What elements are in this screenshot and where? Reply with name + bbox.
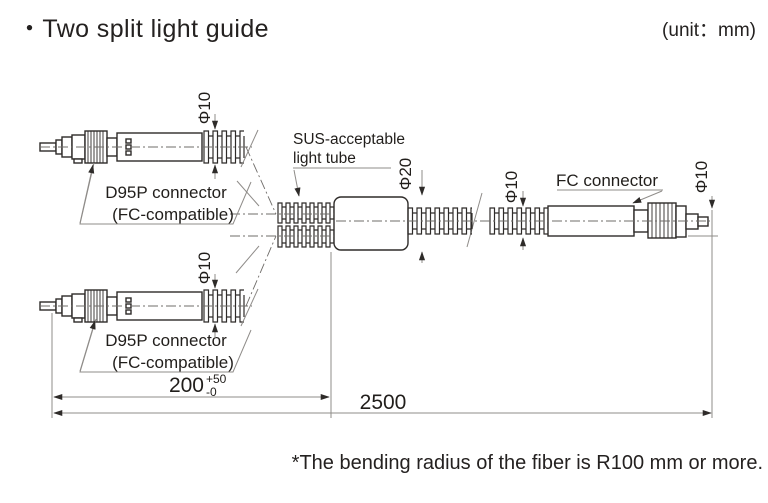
- unit-note: (unit：mm): [662, 20, 756, 41]
- leader-arrow: [79, 164, 95, 224]
- key-tab: [73, 158, 83, 164]
- break-lines: [235, 129, 483, 327]
- centerlines: [40, 146, 710, 307]
- sus-tube-label: SUS-acceptable: [293, 131, 405, 148]
- bending-radius-note: *The bending radius of the fiber is R100…: [291, 452, 763, 474]
- branch-tubes: [277, 202, 335, 248]
- dimensions: Φ10 Φ10 Φ20 Φ10 Φ10 200: [51, 92, 718, 418]
- dia10-bottom-left: Φ10: [195, 252, 214, 284]
- svg-text:light tube: light tube: [293, 150, 356, 167]
- fc-connector-assembly: [547, 202, 709, 239]
- top-branch-connector: [39, 130, 245, 164]
- dim-2500: 2500: [360, 391, 407, 414]
- dim-200-tol-plus: +50: [206, 372, 227, 386]
- dia10-mid: Φ10: [502, 171, 521, 203]
- key-tab: [73, 317, 83, 323]
- ferrule-tip: [697, 216, 709, 227]
- fc-connector-label: FC connector: [556, 171, 658, 190]
- lower-branch-tube: [277, 225, 335, 248]
- svg-text:(FC-compatible): (FC-compatible): [112, 353, 234, 372]
- callout-labels: D95P connector (FC-compatible) D95P conn…: [79, 131, 663, 373]
- d95p-top-label: D95P connector: [105, 183, 227, 202]
- flange: [675, 205, 687, 238]
- d95p-bottom-label: D95P connector: [105, 331, 227, 350]
- junction-block: [333, 196, 409, 251]
- split-housing: [333, 196, 409, 251]
- dia10-right: Φ10: [692, 161, 711, 193]
- leader-arrow: [293, 169, 301, 197]
- ferrule: [685, 213, 699, 230]
- dim-200-tol-minus: -0: [206, 385, 217, 399]
- svg-text:(FC-compatible): (FC-compatible): [112, 205, 234, 224]
- leader-arrow: [632, 190, 663, 204]
- dia20-label: Φ20: [396, 158, 415, 190]
- dia10-top-left: Φ10: [195, 92, 214, 124]
- page-title: ・Two split light guide: [17, 15, 269, 43]
- bottom-branch-connector: [39, 289, 245, 323]
- upper-branch-tube: [277, 202, 335, 224]
- leader-arrow: [79, 320, 96, 372]
- dim-200: 200: [169, 374, 204, 397]
